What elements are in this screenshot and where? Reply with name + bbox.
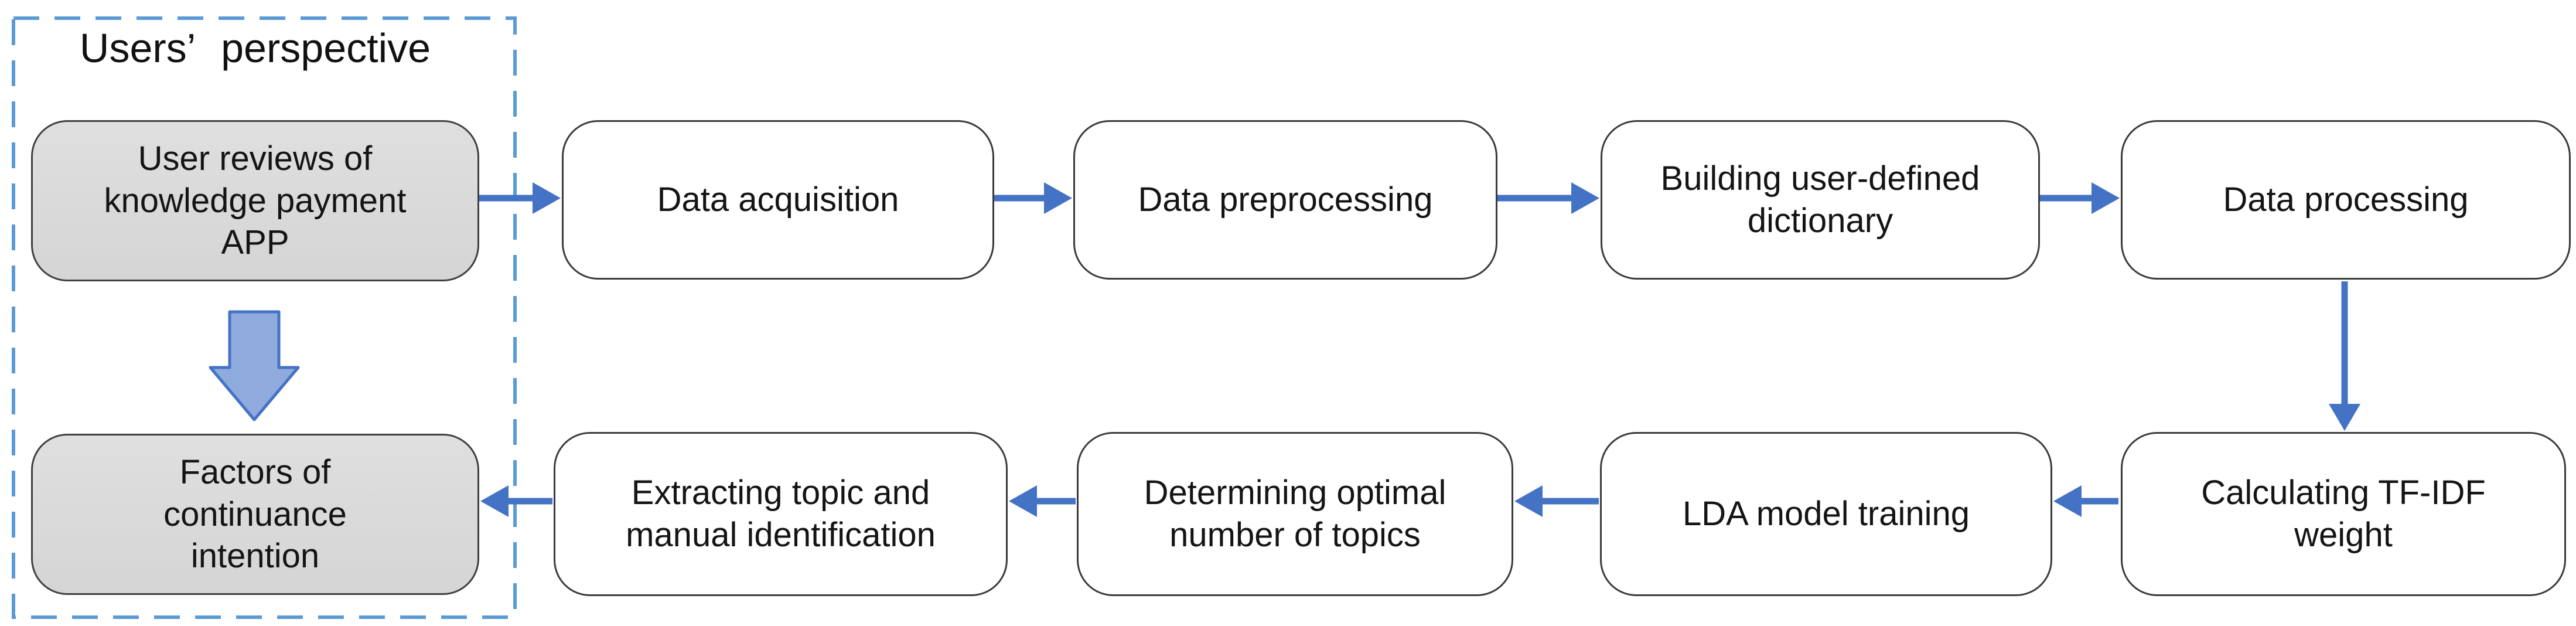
node-data-acquisition: Data acquisition [562, 120, 994, 280]
node-extracting-topic-manual-identification: Extracting topic and manual identificati… [554, 432, 1008, 596]
node-factors-of-continuance-intention: Factors of continuance intention [31, 434, 479, 595]
node-determining-optimal-number-of-topics: Determining optimal number of topics [1077, 432, 1513, 596]
arrow-lda-to-determining [1514, 485, 1599, 517]
arrow-tfidf-to-lda [2053, 485, 2118, 517]
arrow-extracting-to-factors [480, 485, 552, 517]
users-perspective-group-title: Users’ perspective [79, 25, 431, 71]
arrow-preprocessing-to-dictionary [1497, 182, 1599, 214]
arrow-user-reviews-to-acquisition [476, 182, 561, 214]
node-user-reviews: User reviews of knowledge payment APP [31, 120, 479, 281]
node-calculating-tfidf-weight: Calculating TF-IDF weight [2121, 432, 2566, 596]
arrow-dictionary-to-processing [2040, 182, 2120, 214]
arrow-determining-to-extracting [1009, 485, 1076, 517]
arrow-processing-to-tfidf [2329, 281, 2360, 431]
arrow-acquisition-to-preprocessing [993, 182, 1072, 214]
block-down-arrow [209, 310, 300, 421]
node-data-processing: Data processing [2121, 120, 2571, 280]
node-data-preprocessing: Data preprocessing [1073, 120, 1497, 280]
node-building-user-defined-dictionary: Building user-defined dictionary [1601, 120, 2040, 280]
node-lda-model-training: LDA model training [1600, 432, 2052, 596]
